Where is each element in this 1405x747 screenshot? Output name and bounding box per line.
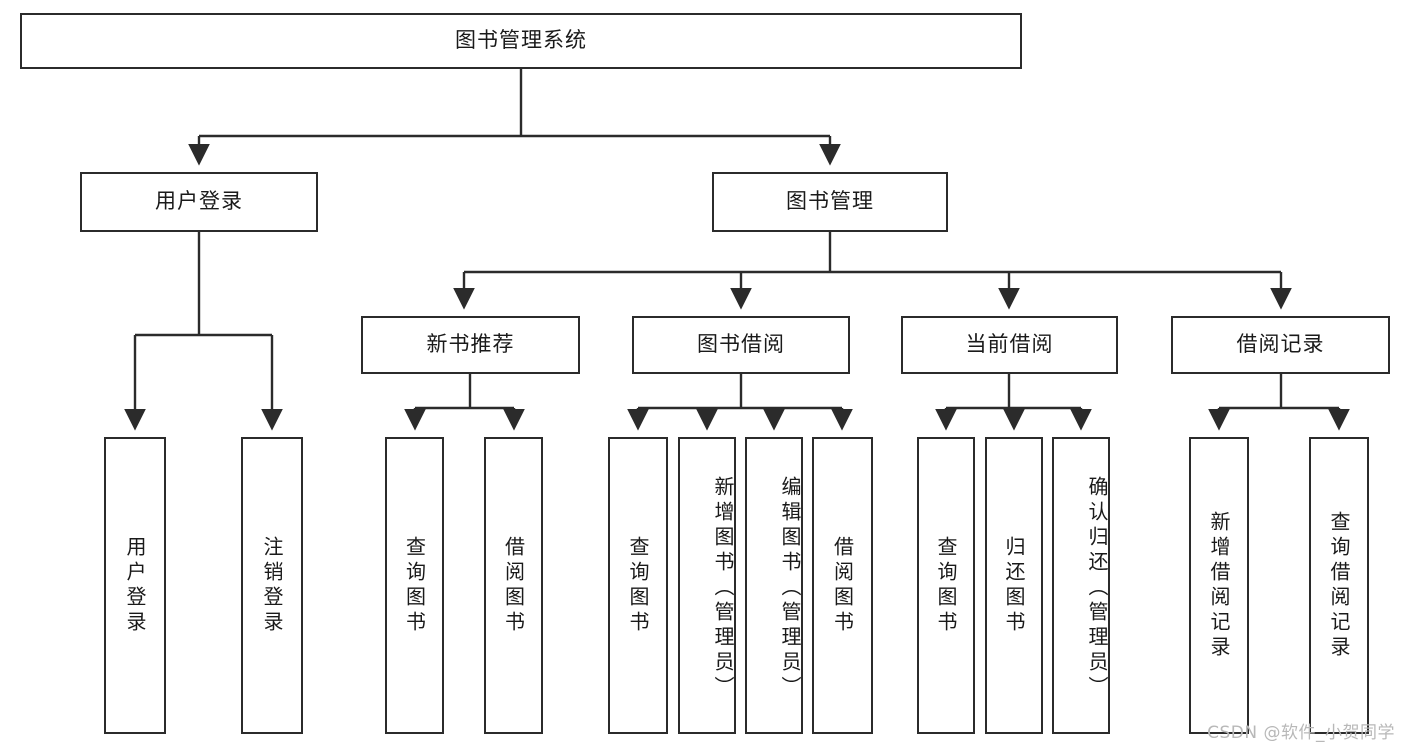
node-root-system[interactable]: 图书管理系统 [20, 13, 1022, 69]
node-label: 借阅图书 [830, 535, 855, 636]
node-label: 用户登录 [123, 535, 147, 636]
node-label: 查询图书 [626, 535, 650, 636]
node-label: 确认归还（管理员） [1085, 476, 1109, 701]
node-leaf-query-books-recommend[interactable]: 查询图书 [385, 437, 444, 734]
node-leaf-query-books-current[interactable]: 查询图书 [917, 437, 975, 734]
node-leaf-return-books[interactable]: 归还图书 [985, 437, 1043, 734]
node-label: 查询借阅记录 [1327, 510, 1351, 661]
node-label: 归还图书 [1002, 535, 1026, 636]
node-label: 图书管理系统 [455, 28, 587, 53]
node-leaf-query-books-borrow[interactable]: 查询图书 [608, 437, 668, 734]
node-level3-current-borrow[interactable]: 当前借阅 [901, 316, 1118, 374]
node-label: 新增借阅记录 [1207, 510, 1231, 661]
node-level2-book-management[interactable]: 图书管理 [712, 172, 948, 232]
node-label: 用户登录 [155, 189, 243, 214]
node-leaf-borrow-books-borrow[interactable]: 借阅图书 [812, 437, 873, 734]
node-label: 注销登录 [260, 535, 284, 636]
node-label: 查询图书 [934, 535, 958, 636]
node-level3-borrow-record[interactable]: 借阅记录 [1171, 316, 1390, 374]
node-label: 借阅图书 [501, 535, 526, 636]
node-label: 图书管理 [786, 189, 874, 214]
node-leaf-user-login[interactable]: 用户登录 [104, 437, 166, 734]
node-label: 新书推荐 [426, 332, 515, 357]
node-label: 借阅记录 [1236, 332, 1325, 357]
node-level3-book-borrow[interactable]: 图书借阅 [632, 316, 850, 374]
node-label: 新增图书（管理员） [711, 476, 735, 701]
node-label: 查询图书 [402, 535, 427, 636]
node-leaf-borrow-books-recommend[interactable]: 借阅图书 [484, 437, 543, 734]
node-label: 图书借阅 [697, 332, 785, 357]
node-leaf-confirm-return-admin[interactable]: 确认归还（管理员） [1052, 437, 1110, 734]
node-leaf-add-book-admin[interactable]: 新增图书（管理员） [678, 437, 736, 734]
node-leaf-query-borrow-record[interactable]: 查询借阅记录 [1309, 437, 1369, 734]
csdn-watermark: CSDN @软件_小贺同学 [1207, 723, 1395, 743]
node-leaf-logout[interactable]: 注销登录 [241, 437, 303, 734]
node-level3-new-book-recommend[interactable]: 新书推荐 [361, 316, 580, 374]
node-level2-user-login[interactable]: 用户登录 [80, 172, 318, 232]
node-leaf-edit-book-admin[interactable]: 编辑图书（管理员） [745, 437, 803, 734]
node-leaf-add-borrow-record[interactable]: 新增借阅记录 [1189, 437, 1249, 734]
node-label: 当前借阅 [965, 332, 1054, 357]
node-label: 编辑图书（管理员） [778, 476, 802, 701]
